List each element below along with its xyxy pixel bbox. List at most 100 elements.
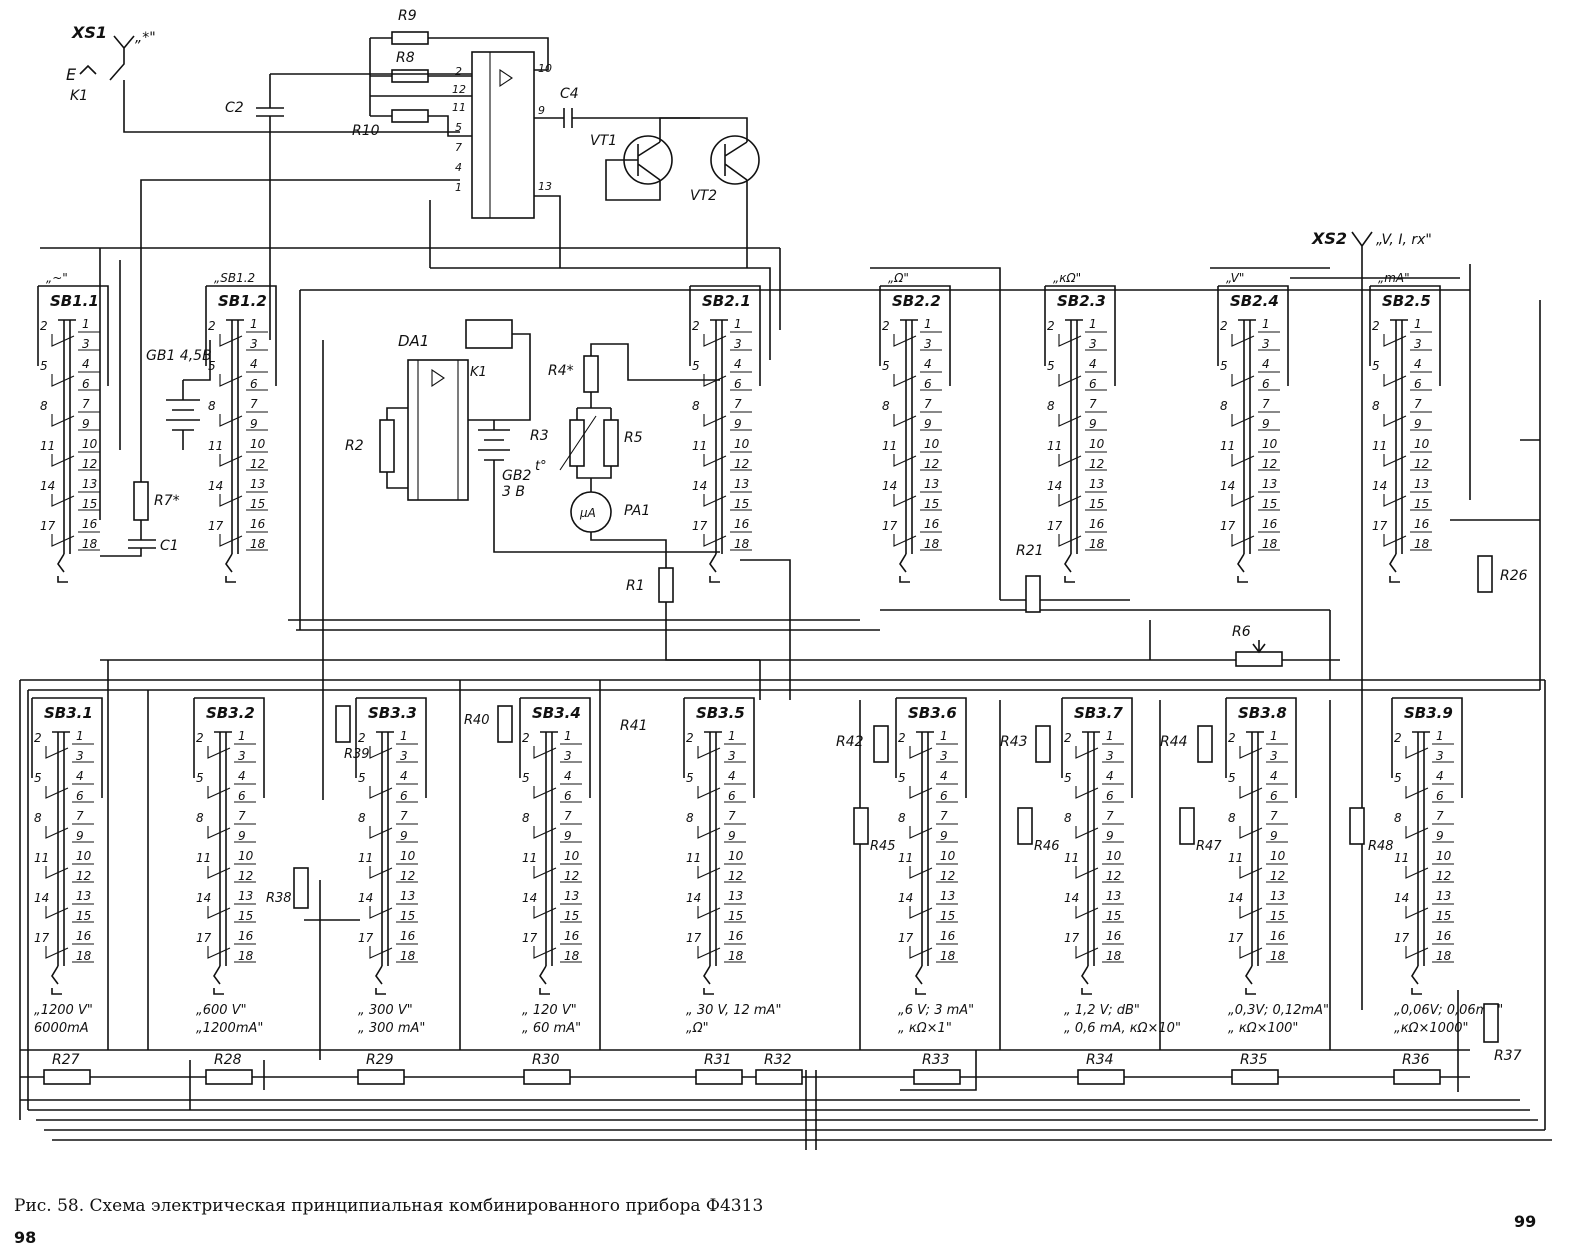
contact-label: 15 <box>1436 909 1451 923</box>
contact-label: 8 <box>1372 399 1380 413</box>
contact-label: 9 <box>1436 829 1444 843</box>
contact-label: 12 <box>940 869 955 883</box>
contact-label: 6 <box>76 789 84 803</box>
r37-label: R37 <box>1494 1048 1522 1064</box>
contact-label: 1 <box>76 729 84 743</box>
contact-label: 7 <box>1262 397 1270 411</box>
contact-label: 2 <box>40 319 48 333</box>
contact-label: 17 <box>1047 519 1063 533</box>
contact-label: 15 <box>82 497 97 511</box>
contact-label: 10 <box>564 849 580 863</box>
pin-label: 12 <box>452 83 466 96</box>
contact-label: 16 <box>564 929 580 943</box>
contact-label: 11 <box>1228 851 1243 865</box>
resistor-r32 <box>755 1069 803 1085</box>
contact-label: 2 <box>1228 731 1236 745</box>
contact-label: 4 <box>238 769 246 783</box>
contact-label: 1 <box>728 729 736 743</box>
switch-name: SB3.9 <box>1404 704 1453 722</box>
resistor-r4 <box>583 355 599 393</box>
contact-label: 16 <box>400 929 416 943</box>
contact-label: 9 <box>924 417 932 431</box>
contact-label: 3 <box>1262 337 1270 351</box>
contact-label: 3 <box>238 749 246 763</box>
contact-label: 9 <box>82 417 90 431</box>
resistor-label: R35 <box>1240 1052 1268 1068</box>
contact-label: 18 <box>564 949 580 963</box>
contact-label: 13 <box>76 889 91 903</box>
contact-label: 18 <box>1414 537 1430 551</box>
contact-label: 11 <box>1064 851 1079 865</box>
contact-label: 1 <box>1270 729 1278 743</box>
contact-label: 4 <box>1436 769 1444 783</box>
pin-label: 1 <box>455 181 462 194</box>
switch-name: SB1.1 <box>50 292 99 310</box>
contact-label: 16 <box>728 929 744 943</box>
resistor-r7 <box>133 481 149 521</box>
resistor-r36 <box>1393 1069 1441 1085</box>
contact-label: 11 <box>1047 439 1062 453</box>
contact-label: 15 <box>564 909 579 923</box>
switch-name: SB2.2 <box>892 292 941 310</box>
contact-label: 1 <box>1262 317 1270 331</box>
resistor-r8 <box>391 69 429 83</box>
contact-label: 2 <box>34 731 42 745</box>
contact-label: 13 <box>82 477 97 491</box>
contact-label: 4 <box>76 769 84 783</box>
resistor-label: R36 <box>1402 1052 1430 1068</box>
vt1-label: VT1 <box>590 133 617 149</box>
contact-label: 12 <box>1414 457 1429 471</box>
contact-label: 11 <box>686 851 701 865</box>
switch-name: SB3.4 <box>532 704 581 722</box>
e-label: E <box>66 65 77 84</box>
contact-label: 13 <box>564 889 579 903</box>
contact-label: 16 <box>1414 517 1430 531</box>
contact-label: 16 <box>734 517 750 531</box>
contact-label: 2 <box>1047 319 1055 333</box>
xs1-sign: „*" <box>135 30 156 46</box>
r5-label: R5 <box>624 430 643 446</box>
contact-label: 11 <box>882 439 897 453</box>
contact-label: 16 <box>924 517 940 531</box>
contact-label: 17 <box>692 519 708 533</box>
t-label: t° <box>535 459 547 474</box>
resistor-label: R29 <box>366 1052 394 1068</box>
contact-label: 6 <box>1106 789 1114 803</box>
contact-label: 4 <box>734 357 742 371</box>
contact-label: 8 <box>196 811 204 825</box>
resistor-r5 <box>603 419 619 467</box>
contact-label: 9 <box>1270 829 1278 843</box>
r41-label: R41 <box>620 718 648 734</box>
contact-label: 10 <box>82 437 98 451</box>
switch-name: SB2.3 <box>1057 292 1106 310</box>
contact-label: 14 <box>1064 891 1079 905</box>
contact-label: 4 <box>1106 769 1114 783</box>
contact-label: 2 <box>358 731 366 745</box>
contact-label: 16 <box>1089 517 1105 531</box>
switch-mark: „~" <box>46 271 68 285</box>
contact-label: 3 <box>76 749 84 763</box>
contact-label: 7 <box>564 809 572 823</box>
contact-label: 3 <box>564 749 572 763</box>
contact-label: 15 <box>1270 909 1285 923</box>
switch-mark: „SB1.2 <box>214 271 255 285</box>
contact-label: 14 <box>692 479 707 493</box>
contact-label: 6 <box>250 377 258 391</box>
contact-label: 12 <box>1436 869 1451 883</box>
contact-label: 5 <box>898 771 906 785</box>
contact-label: 10 <box>250 437 266 451</box>
contact-label: 7 <box>1270 809 1278 823</box>
amplifier-ic <box>471 51 535 219</box>
contact-label: 1 <box>1414 317 1422 331</box>
switch-name: SB3.5 <box>696 704 745 722</box>
resistor-r31 <box>695 1069 743 1085</box>
contact-label: 1 <box>564 729 572 743</box>
resistor-label: R34 <box>1086 1052 1114 1068</box>
resistor-r37 <box>1483 1003 1499 1043</box>
switch-name: SB3.6 <box>908 704 957 722</box>
